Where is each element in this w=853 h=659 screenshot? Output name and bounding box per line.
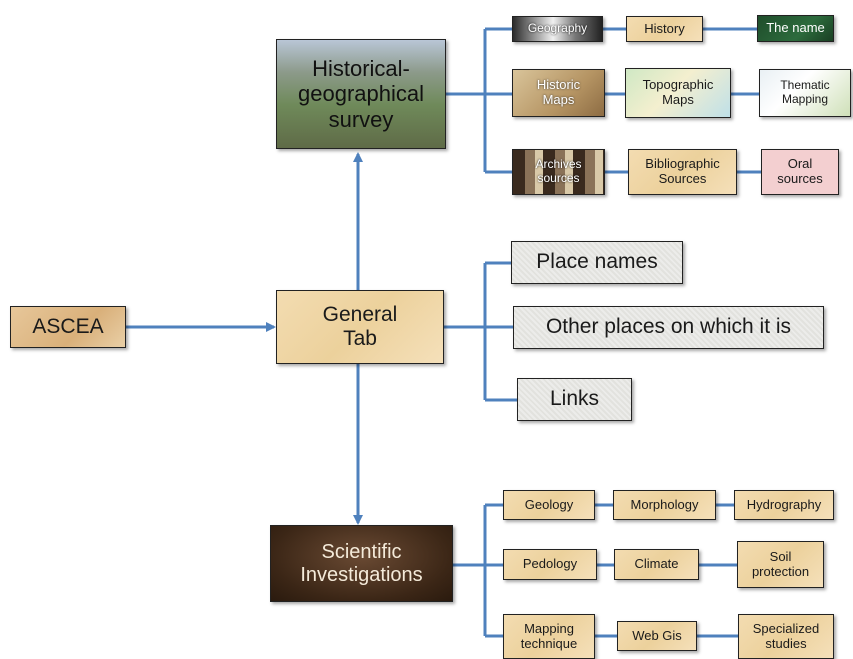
node-hydrography: Hydrography [734, 490, 834, 520]
node-thematic-mapping: Thematic Mapping [759, 69, 851, 117]
node-topographic-maps: Topographic Maps [625, 68, 731, 118]
node-mapping-technique: Mapping technique [503, 614, 595, 659]
node-geography: Geography [512, 16, 603, 42]
node-topographic-maps-label: Topographic Maps [642, 77, 714, 107]
node-scientific-label: Scientific Investigations [300, 540, 423, 586]
node-other-places: Other places on which it is [513, 306, 824, 349]
node-scientific: Scientific Investigations [270, 525, 453, 602]
node-soil-protection-label: Soil protection [751, 548, 810, 579]
node-the-name: The name [757, 15, 834, 42]
node-specialized-studies-label: Specialized studies [752, 620, 820, 651]
node-ascea: ASCEA [10, 306, 126, 348]
node-geology: Geology [503, 490, 595, 520]
node-soil-protection: Soil protection [737, 541, 824, 588]
node-place-names: Place names [511, 241, 683, 284]
node-history: History [626, 16, 703, 42]
node-historic-maps-label: Historic Maps [536, 77, 581, 107]
node-historical-survey-label: Historical-geographical survey [298, 56, 424, 132]
node-bibliographic-sources-label: Bibliographic Sources [645, 156, 720, 186]
node-links: Links [517, 378, 632, 421]
node-thematic-mapping-label: Thematic Mapping [780, 78, 830, 106]
node-general-tab-label: General Tab [322, 302, 398, 350]
node-morphology: Morphology [613, 490, 716, 520]
node-historical-survey: Historical-geographical survey [276, 39, 446, 149]
node-mapping-technique-label: Mapping technique [520, 620, 578, 651]
node-bibliographic-sources: Bibliographic Sources [628, 149, 737, 195]
node-climate: Climate [614, 549, 699, 580]
node-historic-maps: Historic Maps [512, 69, 605, 117]
node-specialized-studies: Specialized studies [738, 614, 834, 659]
node-oral-sources-label: Oral sources [777, 156, 823, 186]
node-archives-sources-label: Archives sources [535, 157, 582, 185]
node-general-tab: General Tab [276, 290, 444, 364]
node-oral-sources: Oral sources [761, 149, 839, 195]
node-pedology: Pedology [503, 549, 597, 580]
node-archives-sources: Archives sources [512, 149, 605, 195]
node-web-gis: Web Gis [617, 621, 697, 651]
